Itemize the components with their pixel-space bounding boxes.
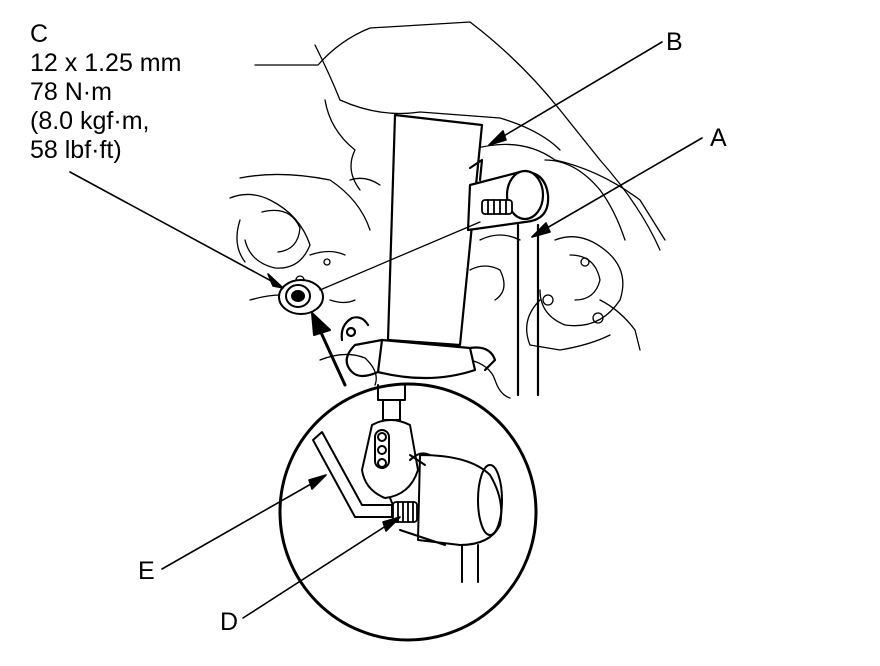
background-chassis xyxy=(229,21,666,399)
callout-a-label: A xyxy=(710,124,727,152)
detail-arrow xyxy=(311,312,347,387)
callout-b-label: B xyxy=(666,28,683,56)
fastener-spec: C 12 x 1.25 mm 78 N·m (8.0 kgf·m, 58 lbf… xyxy=(30,20,181,165)
callout-e-label: E xyxy=(138,557,155,585)
strut-body xyxy=(340,113,497,380)
detail-view xyxy=(278,382,538,642)
detail-stud xyxy=(392,501,418,523)
wrench-icon xyxy=(361,384,419,511)
ball-joint xyxy=(399,452,503,583)
torque-kgfm: (8.0 kgf·m, xyxy=(30,107,150,135)
leader-lines xyxy=(69,41,703,619)
stud-bolt-icon xyxy=(481,199,513,215)
torque-nm: 78 N·m xyxy=(30,78,112,106)
flange-nut-icon xyxy=(278,221,481,315)
fastener-size: 12 x 1.25 mm xyxy=(30,49,182,77)
callout-c-label: C xyxy=(30,20,49,48)
stabilizer-link xyxy=(466,158,550,397)
torque-lbfft: 58 lbf·ft) xyxy=(30,136,122,164)
hex-key-icon xyxy=(312,431,393,518)
callout-d-label: D xyxy=(220,608,239,636)
